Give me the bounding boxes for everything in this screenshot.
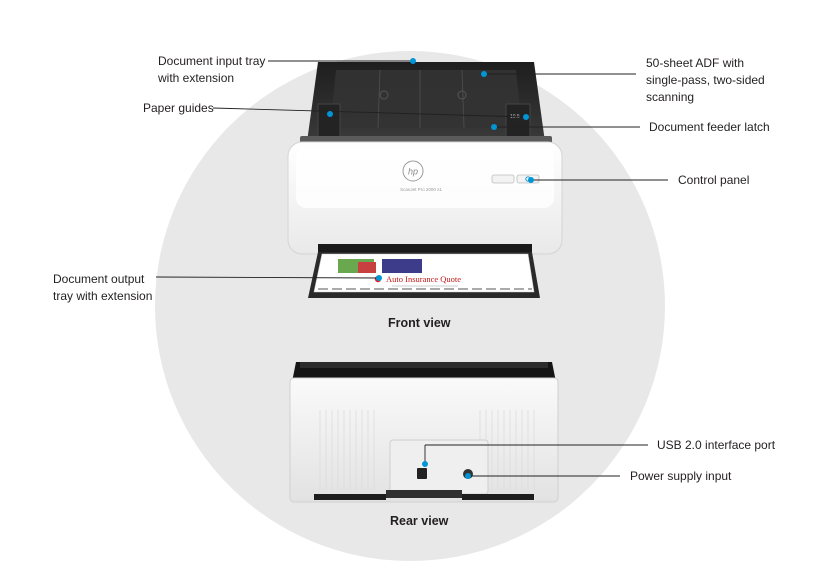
sheet-title: Auto Insurance Quote xyxy=(386,274,461,284)
paper-guide-left xyxy=(317,103,341,141)
leader-dots xyxy=(327,58,534,479)
callout-control-panel: Control panel xyxy=(678,173,750,187)
callout-output-tray: Document output tray with extension xyxy=(53,271,152,305)
callout-adf-line1: 50-sheet ADF with xyxy=(646,56,745,70)
callout-usb-port: USB 2.0 interface port xyxy=(657,438,776,452)
front-view-scanner: 10.5 hp ScanJet Pro 2000 s1 Auto Insuran… xyxy=(287,62,563,298)
hp-logo: hp xyxy=(402,160,424,182)
front-view-caption: Front view xyxy=(388,316,451,330)
port-recess xyxy=(389,439,489,495)
callout-adf: 50-sheet ADF with single-pass, two-sided… xyxy=(646,55,765,106)
callout-input-tray-line2: with extension xyxy=(158,71,235,85)
callout-power-input: Power supply input xyxy=(630,469,732,483)
callout-input-tray: Document input tray with extension xyxy=(158,53,265,87)
rear-view-caption: Rear view xyxy=(390,514,449,528)
callout-output-tray-line2: tray with extension xyxy=(53,289,153,303)
callout-feeder-latch: Document feeder latch xyxy=(649,120,770,134)
svg-text:hp: hp xyxy=(408,167,418,177)
callout-output-tray-line1: Document output xyxy=(53,272,145,286)
callout-input-tray-line1: Document input tray xyxy=(158,54,266,68)
model-text: ScanJet Pro 2000 s1 xyxy=(400,187,442,192)
leader-lines xyxy=(155,60,668,477)
paper-guide-right xyxy=(505,103,531,141)
callout-adf-line2: single-pass, two-sided xyxy=(646,73,765,87)
usb-port xyxy=(417,468,427,479)
callout-adf-line3: scanning xyxy=(646,90,695,104)
rear-view-scanner xyxy=(289,362,559,503)
callout-paper-guides: Paper guides xyxy=(143,101,214,115)
